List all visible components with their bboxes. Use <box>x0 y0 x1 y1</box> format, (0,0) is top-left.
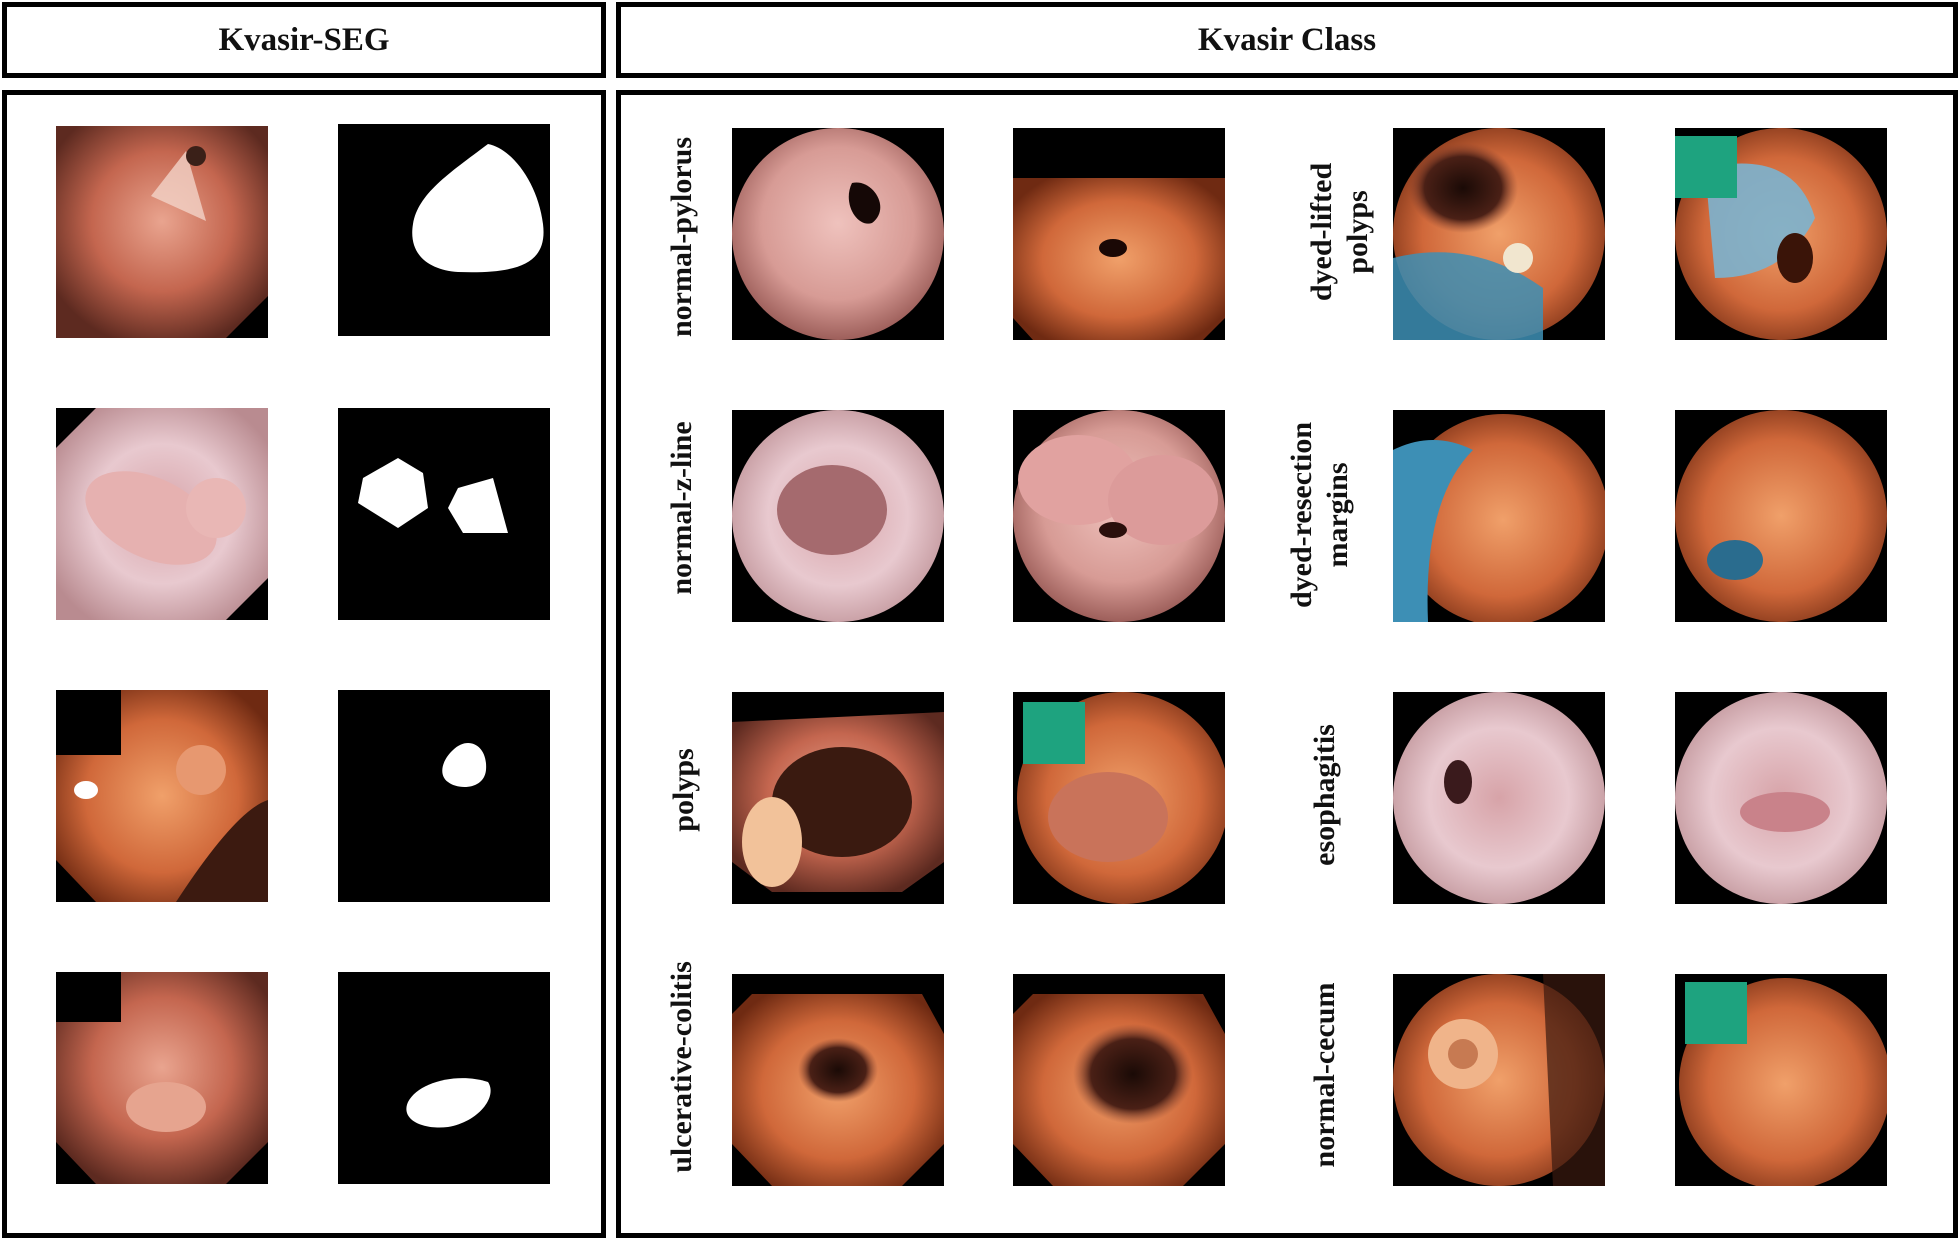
class-image-normal-pylorus-2 <box>1013 128 1225 340</box>
seg-mask-3 <box>338 690 550 902</box>
label-normal-pylorus-text: normal-pylorus <box>665 136 698 338</box>
label-polyps-text: polyps <box>667 748 700 832</box>
kvasir-seg-title: Kvasir-SEG <box>218 21 390 58</box>
kvasir-class-header: Kvasir Class <box>616 2 1958 78</box>
class-image-dyed-lifted-polyps-1 <box>1393 128 1605 340</box>
class-image-normal-cecum-2 <box>1675 974 1887 1186</box>
class-image-dyed-lifted-polyps-2 <box>1675 128 1887 340</box>
class-image-normal-cecum-1 <box>1393 974 1605 1186</box>
class-image-esophagitis-1 <box>1393 692 1605 904</box>
kvasir-seg-header: Kvasir-SEG <box>2 2 606 78</box>
class-image-ulcerative-colitis-2 <box>1013 974 1225 1186</box>
class-image-esophagitis-2 <box>1675 692 1887 904</box>
seg-mask-4 <box>338 972 550 1184</box>
seg-mask-2 <box>338 408 550 620</box>
seg-image-3 <box>56 690 268 902</box>
class-image-dyed-resection-margins-1 <box>1393 410 1605 622</box>
label-normal-z-line-text: normal-z-line <box>665 421 698 595</box>
label-esophagitis-text: esophagitis <box>1308 724 1341 866</box>
class-image-dyed-resection-margins-2 <box>1675 410 1887 622</box>
label-dyed-lifted-polyps-line1: dyed-lifted <box>1305 162 1338 302</box>
seg-mask-1 <box>338 124 550 336</box>
seg-image-2 <box>56 408 268 620</box>
seg-image-4 <box>56 972 268 1184</box>
class-image-polyps-1 <box>732 692 944 904</box>
label-dyed-lifted-polyps-line2: polyps <box>1341 190 1374 274</box>
class-image-normal-z-line-2 <box>1013 410 1225 622</box>
class-image-polyps-2 <box>1013 692 1225 904</box>
label-dyed-resection-margins-line1: dyed-resection <box>1285 421 1318 609</box>
class-image-normal-z-line-1 <box>732 410 944 622</box>
class-image-ulcerative-colitis-1 <box>732 974 944 1186</box>
label-dyed-resection-margins-line2: margins <box>1321 462 1354 568</box>
kvasir-class-title: Kvasir Class <box>1197 21 1377 58</box>
label-normal-cecum-text: normal-cecum <box>1308 982 1341 1168</box>
label-ulcerative-colitis-text: ulcerative-colitis <box>665 961 698 1173</box>
class-image-normal-pylorus-1 <box>732 128 944 340</box>
seg-image-1 <box>56 126 268 338</box>
